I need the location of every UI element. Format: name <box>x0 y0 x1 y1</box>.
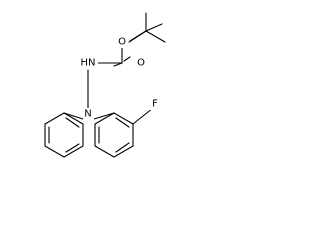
bond-tbu-c-methyl-right <box>145 30 166 43</box>
atom-label-hydrazide-nh: HN <box>79 57 98 69</box>
phenyl-ring <box>44 112 84 158</box>
ester-oxygen-label: O <box>118 37 126 48</box>
atom-label-ester-oxygen: O <box>118 37 127 48</box>
atom-label-amine-n: N <box>83 108 94 120</box>
bond-carbonyl-c-o-double-b <box>123 56 131 62</box>
bond-c-f <box>132 107 154 125</box>
bond-n-fluorophenyl <box>93 112 115 120</box>
atom-label-carbonyl-oxygen: O <box>136 57 146 69</box>
bond-n-phenyl <box>63 112 84 120</box>
bond-tbu-c-ester-o <box>129 30 147 42</box>
amine-n-label: N <box>84 109 91 120</box>
carbonyl-oxygen-label: O <box>137 58 145 69</box>
atom-label-fluorine: F <box>150 98 160 110</box>
fluorine-label: F <box>152 99 158 110</box>
hydrazide-nh-label: HN <box>81 58 96 69</box>
chemical-structure-diagram: O O HN N F <box>44 12 166 158</box>
fluorophenyl-ring <box>94 112 134 158</box>
bond-tbu-c-methyl-back <box>145 23 163 32</box>
